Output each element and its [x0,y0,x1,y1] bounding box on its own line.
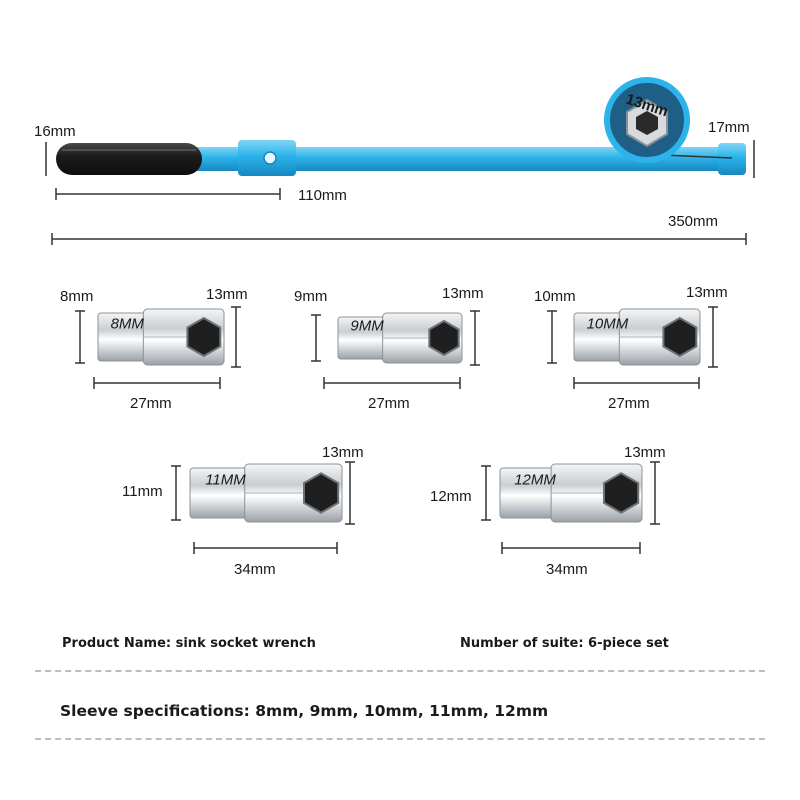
socket-8mm: 8mm 13mm 27mm 8MM [60,286,248,412]
socket-length-label: 34mm [546,561,588,578]
total-length-label: 350mm [668,213,718,230]
socket-engraving: 11MM [205,471,246,488]
hinge-pin-icon [263,151,277,165]
hex-opening-icon [662,316,698,358]
socket-9mm: 9mm 13mm 27mm 9MM [294,285,484,412]
socket-inner-size-label: 9mm [294,288,327,305]
dashed-divider-top [35,670,765,672]
socket-12mm: 12mm 13mm 34mm 12MM [430,444,666,578]
socket-11mm: 11mm 13mm 34mm 11MM [122,444,364,578]
wrench-head [718,143,746,175]
sleeve-specs-text: Sleeve specifications: 8mm, 9mm, 10mm, 1… [60,702,549,720]
socket-body [573,308,701,366]
socket-length-label: 34mm [234,561,276,578]
handle-length-label: 110mm [298,187,347,204]
magnifier-hex-hole-icon [636,111,658,135]
socket-body [97,308,225,366]
suite-count-text: Number of suite: 6-piece set [460,636,669,651]
socket-length-label: 27mm [130,395,172,412]
socket-engraving: 10MM [587,316,629,333]
socket-10mm: 10mm 13mm 27mm 10MM [534,284,728,412]
socket-outer-size-label: 13mm [624,444,666,461]
socket-dimensions [547,306,718,389]
socket-dimensions [311,310,480,389]
socket-body [499,463,643,523]
product-name-text: Product Name: sink socket wrench [62,636,316,651]
socket-inner-size-label: 12mm [430,488,472,505]
wrench-grip [56,143,202,175]
socket-engraving: 9MM [350,318,384,335]
hex-opening-icon [186,316,222,358]
socket-outer-size-label: 13mm [686,284,728,301]
socket-outer-size-label: 13mm [442,285,484,302]
socket-length-label: 27mm [368,395,410,412]
socket-length-label: 27mm [608,395,650,412]
socket-body [189,463,343,523]
socket-inner-size-label: 10mm [534,288,576,305]
hex-opening-icon [603,472,640,514]
socket-outer-size-label: 13mm [322,444,364,461]
socket-outer-size-label: 13mm [206,286,248,303]
socket-engraving: 8MM [111,316,145,333]
hex-opening-icon [428,319,460,357]
socket-engraving: 12MM [514,471,556,488]
socket-dimensions [75,306,241,389]
head-diameter-label: 17mm [708,119,750,136]
socket-inner-size-label: 8mm [60,288,93,305]
head-magnifier: 13mm [604,77,733,163]
wrench-dimensions [45,140,755,245]
handle-diameter-label: 16mm [34,123,76,140]
socket-dimensions [171,461,355,554]
hex-opening-icon [303,472,340,514]
socket-dimensions [481,461,660,554]
magnifier-pointer [661,154,733,159]
socket-inner-size-label: 11mm [122,483,163,500]
dashed-divider-bottom [35,738,765,740]
socket-body [337,312,463,364]
